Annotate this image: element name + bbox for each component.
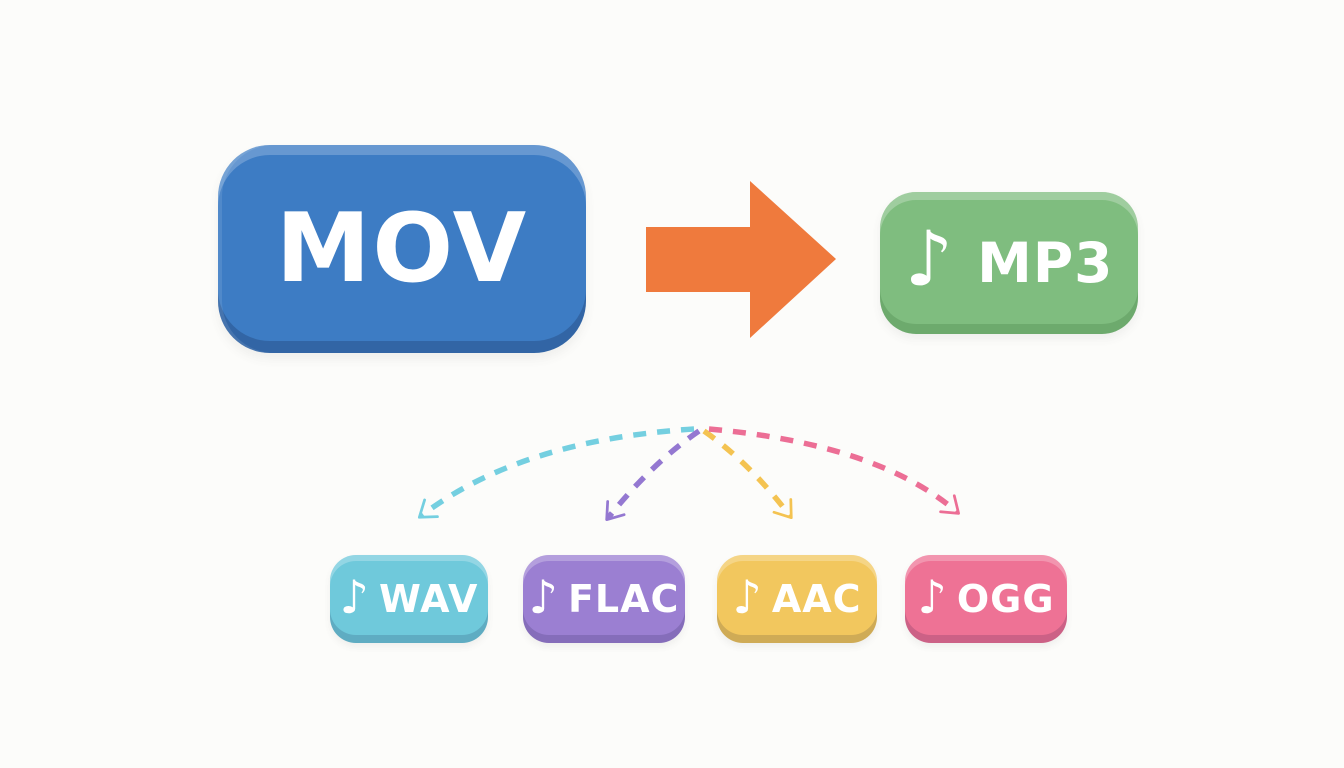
output-format-box-wav: ♪ WAV <box>330 555 488 643</box>
source-format-box-mov: MOV <box>218 145 586 353</box>
convert-right-arrow <box>646 181 836 338</box>
dashed-arrow-aac <box>702 428 793 520</box>
output-format-box-flac: ♪ FLAC <box>523 555 685 643</box>
target-format-box-mp3: ♪ MP3 <box>880 192 1138 334</box>
output-format-label-aac: AAC <box>771 577 862 621</box>
music-note-icon: ♪ <box>917 570 947 624</box>
dashed-arrow-wav <box>417 426 695 519</box>
output-format-box-ogg: ♪ OGG <box>905 555 1067 643</box>
output-format-label-wav: WAV <box>378 577 479 621</box>
dashed-arrow-ogg <box>708 426 960 515</box>
source-format-label: MOV <box>275 193 529 304</box>
output-format-label-flac: FLAC <box>567 577 680 621</box>
music-note-icon: ♪ <box>732 570 762 624</box>
dashed-arrow-flac <box>605 428 701 522</box>
music-note-icon: ♪ <box>904 214 954 303</box>
music-note-icon: ♪ <box>528 570 558 624</box>
music-note-icon: ♪ <box>339 570 369 624</box>
target-format-label: MP3 <box>977 230 1114 295</box>
output-format-box-aac: ♪ AAC <box>717 555 877 643</box>
output-format-label-ogg: OGG <box>956 577 1055 621</box>
